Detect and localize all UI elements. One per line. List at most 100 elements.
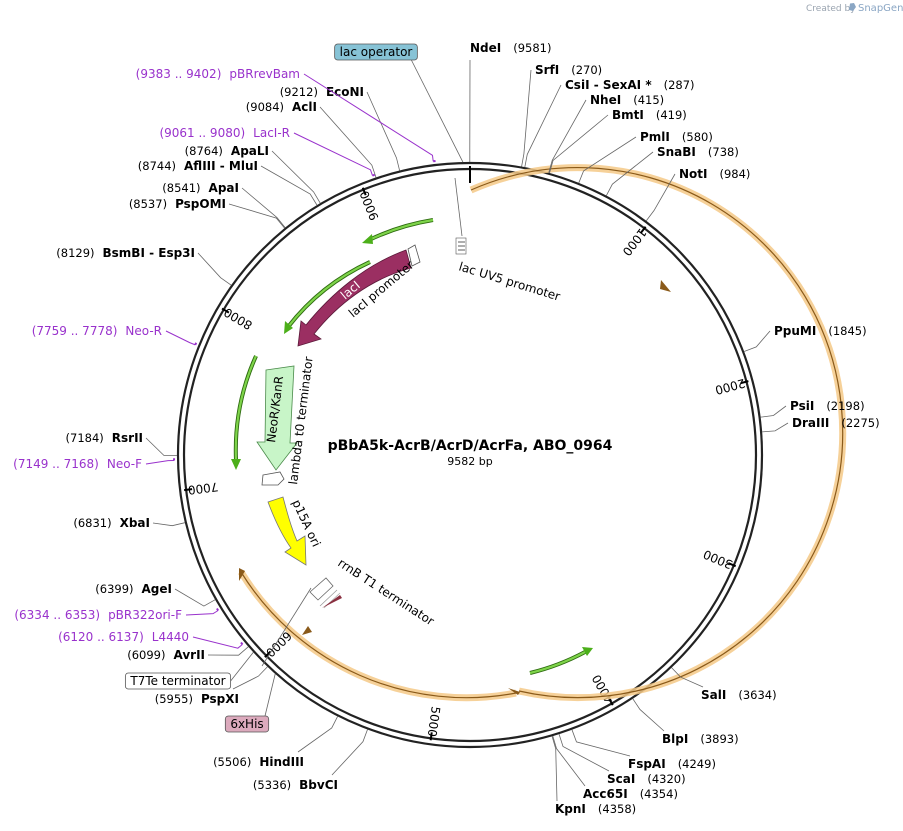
enzyme-site-ppumi[interactable]: PpuMI(1845): [743, 324, 867, 352]
enzyme-position: (738): [708, 145, 739, 159]
enzyme-leader-line: [174, 588, 216, 607]
primer-site-neo-f[interactable]: Neo-F(7149 .. 7168): [13, 457, 176, 471]
enzyme-leader-line: [232, 666, 268, 690]
enzyme-site-econi[interactable]: EcoNI(9212): [280, 85, 400, 171]
enzyme-leader-line: [271, 150, 321, 204]
feature-box-leader: [264, 673, 276, 717]
enzyme-site-ndei[interactable]: NdeI(9581): [469, 41, 552, 163]
enzyme-site-acc65i[interactable]: Acc65I(4354): [552, 735, 678, 801]
enzyme-site-csii-sexai[interactable]: CsiI - SexAI *(287): [524, 78, 695, 168]
enzyme-site-hindiii[interactable]: HindIII(5506): [213, 716, 338, 769]
green-arrow-top[interactable]: [368, 218, 434, 242]
enzyme-site-kpni[interactable]: KpnI (4358): [551, 736, 636, 816]
enzyme-site-pmli[interactable]: PmlI (580): [578, 130, 713, 184]
green-arrow-bottom-right-head: [582, 647, 593, 656]
orf-arc-main[interactable]: [470, 166, 844, 699]
enzyme-leader-line: [549, 114, 609, 174]
primer-binding-mark: [240, 641, 244, 645]
enzyme-name: SnaBI: [657, 145, 696, 159]
enzyme-position: (4358): [598, 802, 636, 816]
enzyme-site-blpi[interactable]: BlpI(3893): [632, 698, 739, 746]
feature-box-frame: [224, 715, 270, 733]
enzyme-site-afliii-mlui[interactable]: AflIII - MluI(8744): [138, 159, 318, 206]
green-arrow-top-fill: [368, 218, 434, 241]
orf-arc-small[interactable]: [240, 571, 517, 699]
primer-leader-line: [192, 636, 243, 649]
enzyme-position: (8541): [162, 181, 200, 195]
enzyme-leader-line: [548, 99, 587, 173]
enzyme-site-bbvci[interactable]: BbvCI(5336): [253, 729, 368, 792]
primer-binding-mark: [194, 342, 198, 346]
tick-mark-8000: [221, 307, 230, 314]
kanR-feature[interactable]: NeoR/KanR: [256, 365, 298, 471]
enzyme-site-sali[interactable]: SalI(3634): [671, 667, 777, 702]
tick-label-5000: 5000: [425, 705, 443, 737]
enzyme-name: ScaI: [607, 772, 635, 786]
green-arrow-bottom-right-fill: [529, 651, 586, 675]
enzyme-site-srfi[interactable]: SrfI(270): [521, 63, 603, 167]
enzyme-name: PmlI: [640, 130, 670, 144]
p15A-feature[interactable]: p15A ori: [267, 496, 323, 566]
enzyme-leader-line: [241, 187, 286, 228]
enzyme-name: BmtI: [612, 108, 644, 122]
rrnB-T1-marker[interactable]: [309, 577, 342, 609]
green-arrows: [231, 218, 593, 675]
primer-range: (7759 .. 7778): [32, 324, 118, 338]
green-arrow-left-fill: [234, 355, 258, 461]
enzyme-site-scai[interactable]: ScaI(4320): [558, 734, 686, 786]
primer-binding-mark: [216, 607, 219, 612]
tick-mark-9000: [361, 187, 367, 196]
enzyme-site-nhei[interactable]: NheI(415): [548, 93, 664, 173]
enzyme-site-avrii[interactable]: AvrII(6099): [127, 646, 249, 662]
p15A-arrow: [267, 496, 307, 566]
kanR-arrow: [256, 365, 298, 471]
enzyme-site-acli[interactable]: AclI(9084): [246, 100, 377, 178]
enzyme-site-xbai[interactable]: XbaI(6831): [73, 516, 186, 530]
enzyme-site-agei[interactable]: AgeI(6399): [95, 582, 216, 607]
lambda-t0-arrow[interactable]: [261, 471, 285, 486]
enzyme-site-rsrii[interactable]: RsrII(7184): [66, 431, 178, 456]
green-arrow-left-head: [231, 459, 241, 470]
tick-mark-5000: [429, 732, 433, 741]
enzyme-position: (580): [682, 130, 713, 144]
watermark-brand: SnapGene: [858, 3, 903, 14]
primer-site-pbr322ori-f[interactable]: pBR322ori-F(6334 .. 6353): [14, 607, 219, 622]
enzyme-leader-line: [228, 203, 285, 229]
feature-box-frame: [124, 672, 232, 690]
enzyme-site-noti[interactable]: NotI(984): [645, 167, 750, 222]
primer-site-neo-r[interactable]: Neo-R(7759 .. 7778): [32, 324, 198, 346]
enzyme-site-snabi[interactable]: SnaBI (738): [605, 145, 739, 196]
enzyme-position: (8537): [129, 197, 167, 211]
enzyme-site-apai[interactable]: ApaI(8541): [162, 181, 286, 228]
primer-site-laci-r[interactable]: LacI-R(9061 .. 9080): [159, 126, 376, 177]
feature-box-6xhis[interactable]: 6xHis: [224, 673, 276, 733]
lacUV5-promoter-marker[interactable]: [455, 237, 467, 255]
primer-name: pBR322ori-F: [108, 608, 182, 622]
enzyme-leader-line: [145, 437, 178, 456]
enzyme-site-psii[interactable]: PsiI(2198): [760, 399, 865, 418]
enzyme-site-bsmbi-esp3i[interactable]: BsmBI - Esp3I(8129): [56, 246, 232, 286]
enzyme-site-pspomi[interactable]: PspOMI(8537): [129, 197, 285, 229]
enzyme-site-bmti[interactable]: BmtI(419): [549, 108, 687, 174]
feature-box-frame: [334, 43, 418, 61]
enzyme-position: (8744): [138, 159, 176, 173]
enzyme-name: NdeI: [470, 41, 501, 55]
primer-site-pbrrevbam[interactable]: pBRrevBam(9383 .. 9402): [136, 67, 436, 163]
feature-box-lac-operator[interactable]: lac operator: [334, 43, 464, 163]
primer-range: (6120 .. 6137): [58, 630, 144, 644]
lacI-promoter-arrow[interactable]: [407, 244, 421, 267]
enzyme-site-pspxi[interactable]: PspXI(5955): [155, 666, 268, 706]
feature-box-label: T7Te terminator: [129, 674, 225, 688]
enzyme-leader-line: [762, 422, 789, 433]
feature-box-t7te-terminator[interactable]: T7Te terminator: [124, 652, 254, 690]
enzyme-site-apali[interactable]: ApaLI(8764): [185, 144, 321, 204]
enzyme-site-draiii[interactable]: DraIII(2275): [762, 416, 880, 433]
enzyme-leader-line: [551, 736, 558, 802]
plasmid-name: pBbA5k-AcrB/AcrD/AcrFa, ABO_0964: [328, 438, 613, 454]
enzyme-site-fspai[interactable]: FspAI(4249): [571, 729, 716, 771]
enzyme-name: KpnI: [555, 802, 586, 816]
lacI-arrow[interactable]: [297, 249, 412, 347]
enzyme-position: (5955): [155, 692, 193, 706]
primer-site-l4440[interactable]: L4440(6120 .. 6137): [58, 630, 244, 649]
